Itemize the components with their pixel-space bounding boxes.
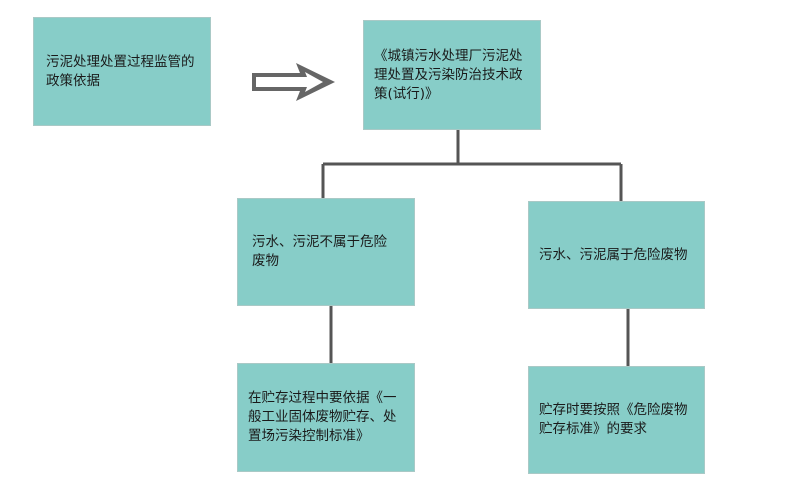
- hazardous-box: 污水、污泥属于危险废物: [528, 201, 705, 309]
- not-hazardous-text: 污水、污泥不属于危险废物: [252, 234, 387, 269]
- hazardous-text: 污水、污泥属于危险废物: [539, 246, 688, 263]
- hazardous-storage-box: 贮存时要按照《危险废物贮存标准》的要求: [528, 366, 705, 474]
- block-arrow: [252, 63, 335, 101]
- hazardous-storage-text: 贮存时要按照《危险废物贮存标准》的要求: [539, 402, 688, 437]
- general-storage-box: 在贮存过程中要依据《一般工业固体废物贮存、处置场污染控制标准》: [237, 363, 415, 472]
- policy-document-text: 《城镇污水处理厂污泥处理处置及污染防治技术政策(试行)》: [374, 47, 523, 102]
- policy-basis-box: 污泥处理处置过程监管的政策依据: [33, 17, 211, 126]
- not-hazardous-box: 污水、污泥不属于危险废物: [237, 198, 415, 306]
- policy-basis-text: 污泥处理处置过程监管的政策依据: [46, 53, 195, 89]
- general-storage-text: 在贮存过程中要依据《一般工业固体废物贮存、处置场污染控制标准》: [248, 390, 397, 444]
- policy-document-box: 《城镇污水处理厂污泥处理处置及污染防治技术政策(试行)》: [363, 20, 541, 130]
